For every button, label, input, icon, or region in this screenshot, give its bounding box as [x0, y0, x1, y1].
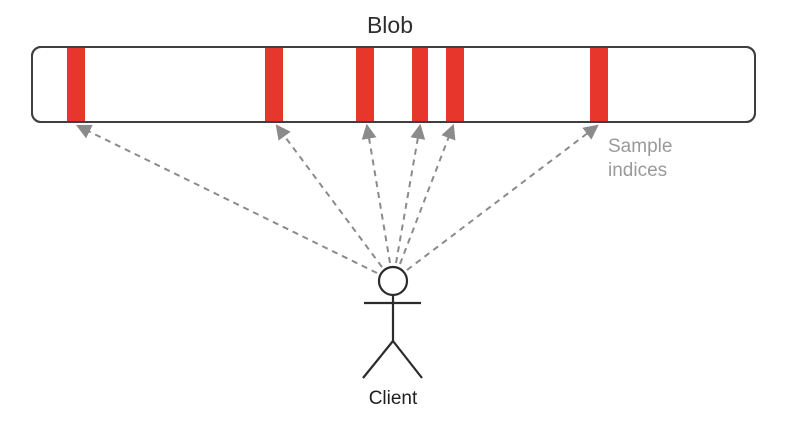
blob-title: Blob — [367, 12, 413, 38]
sample-arrow — [406, 124, 599, 271]
blob-rectangle — [31, 46, 756, 123]
sample-stripe — [590, 48, 608, 121]
client-actor-figure — [362, 265, 423, 379]
client-label: Client — [369, 388, 418, 409]
sample-arrows-group — [75, 123, 599, 274]
actor-left-leg — [362, 340, 394, 379]
sample-stripe — [265, 48, 283, 121]
actor-right-leg — [392, 340, 423, 379]
sample-arrow — [361, 123, 391, 264]
sample-stripe — [412, 48, 428, 121]
actor-head — [377, 265, 409, 297]
sample-stripe — [356, 48, 374, 121]
sample-stripe — [446, 48, 464, 121]
sample-arrow — [275, 124, 383, 268]
sample-stripe — [67, 48, 85, 121]
sample-arrow — [399, 123, 456, 265]
sample-indices-label-line2: indices — [608, 160, 667, 181]
blob-rectangle-border — [31, 46, 756, 123]
sample-indices-label-line1: Sample — [608, 136, 672, 157]
sample-stripes-group — [67, 48, 608, 121]
sample-arrow — [395, 123, 426, 264]
sample-arrow — [75, 124, 378, 274]
